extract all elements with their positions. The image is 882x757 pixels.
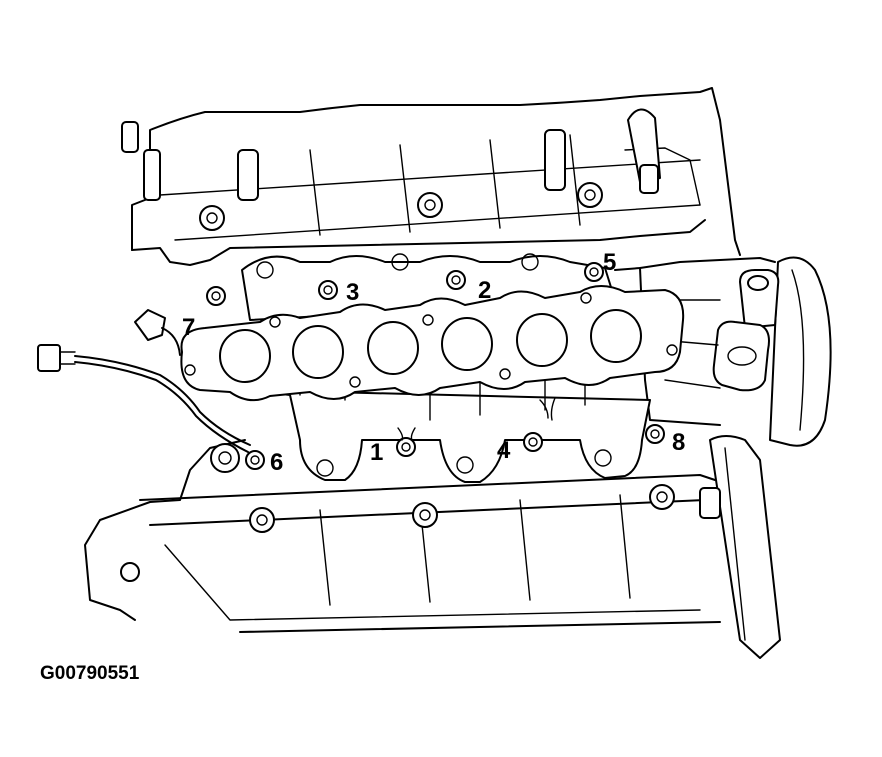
callout-1: 1 [370,439,383,466]
callout-4: 4 [497,437,511,464]
manifold-bolts [206,262,665,470]
bolt-1 [396,427,416,457]
bolt-2 [446,270,466,290]
sensor-harness [37,309,251,453]
bolt-5 [584,262,604,282]
callout-2: 2 [478,277,491,304]
callout-3: 3 [346,279,359,306]
callout-7: 7 [182,314,195,341]
lower-cylinder-head [84,435,781,659]
bolt-4 [523,397,556,452]
bolt-3 [318,280,338,300]
callout-5: 5 [603,249,616,276]
callout-labels: 1 2 3 4 5 6 7 8 [182,249,685,476]
intake-manifold [180,253,685,483]
callout-6: 6 [270,449,283,476]
figure-id-label: G00790551 [40,663,140,684]
upper-cam-cover [121,87,741,266]
callout-8: 8 [672,429,685,456]
bolt-6 [245,450,265,470]
bolt-7 [206,286,226,306]
bolt-8 [645,424,665,444]
